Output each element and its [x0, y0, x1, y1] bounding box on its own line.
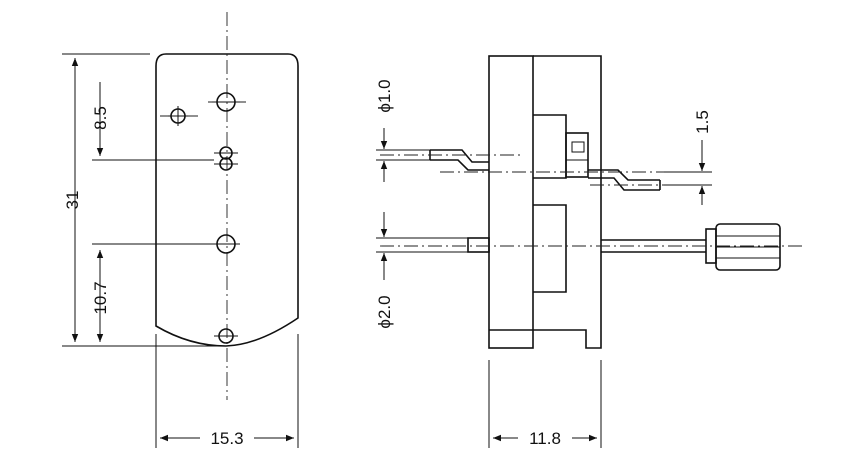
side-body-step [533, 114, 567, 179]
terminal-block [565, 132, 589, 178]
shaft-stub [467, 237, 490, 253]
dim-pin-offset: 1.5 [693, 110, 712, 134]
dim-top-to-hole: 8.5 [91, 106, 110, 130]
front-view-outline [155, 53, 299, 347]
dim-bottom-to-hole: 10.7 [91, 281, 110, 314]
side-view: ϕ1.0 1.5 ϕ2.0 11.8 [375, 55, 805, 448]
dim-side-width: 11.8 [529, 429, 561, 448]
shaft [601, 239, 706, 253]
side-body-inner [533, 204, 567, 293]
right-pin [588, 169, 661, 191]
side-body-right [533, 55, 602, 349]
dim-pin-diameter: ϕ1.0 [375, 79, 394, 112]
left-pin [429, 149, 489, 171]
dim-front-width: 15.3 [210, 429, 243, 448]
dim-overall-height: 31 [63, 191, 82, 210]
dim-shaft-diameter: ϕ2.0 [375, 295, 394, 328]
side-body-left [488, 55, 534, 349]
front-view: 31 8.5 10.7 15.3 [62, 12, 299, 448]
